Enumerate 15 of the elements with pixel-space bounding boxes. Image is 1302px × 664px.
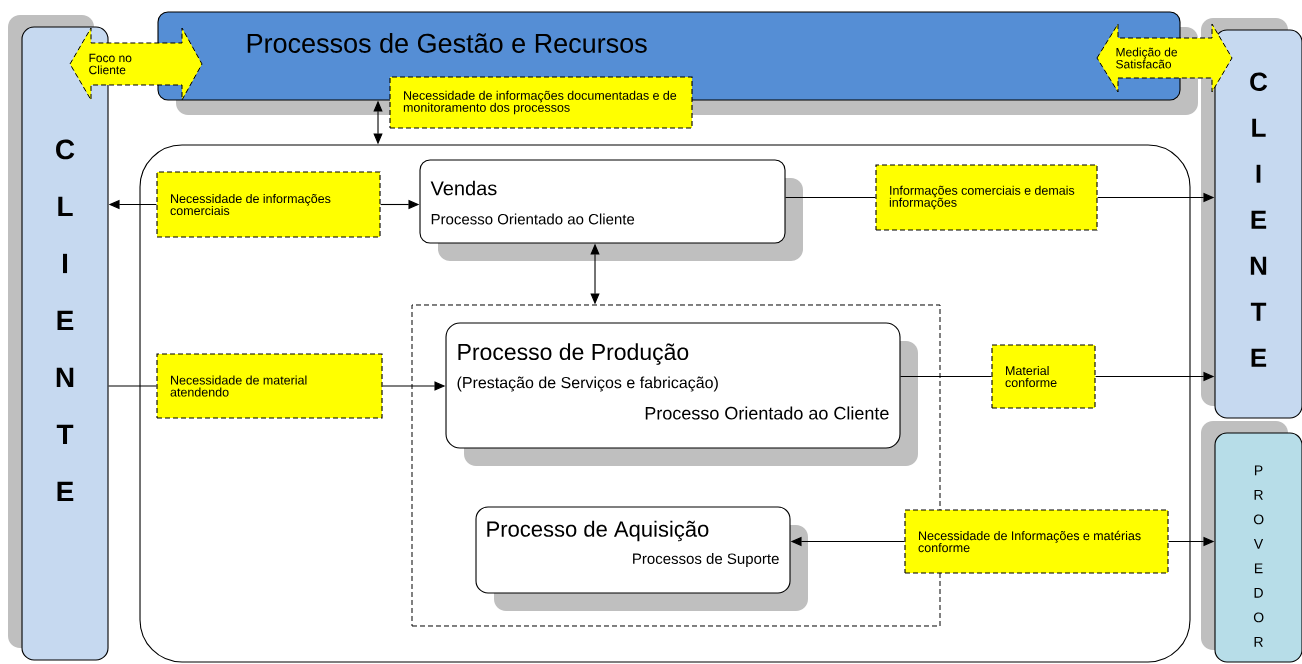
note-box: Necessidade de Informações e matérias conforme [904,509,1169,574]
note-box: Necessidade de informações documentadas e de monitoramento dos processos [389,76,693,129]
supplier-box: P R O V E D O R [1201,421,1302,663]
customer-box: C L I E N T E [1201,18,1302,419]
double-block-arrow [69,27,203,101]
process-box: Vendas Processo Orientado ao Cliente [419,159,803,261]
process-box: Processo de Produção (Prestação de Serviços e fabricação) Processo Orientado ao Cliente [445,322,918,466]
double-block-arrow [1096,23,1233,93]
note-box: Informações comerciais e demais informações [875,164,1098,231]
note-box: Material conforme [991,344,1096,409]
note-box: Necessidade de informações comerciais [156,171,381,238]
process-area [139,144,1191,663]
note-box: Necessidade de material atendendo [156,353,383,419]
process-box: Processo de Aquisição Processos de Suporte [475,506,808,611]
edge-label: Medição de Satisfacão [1116,47,1178,69]
